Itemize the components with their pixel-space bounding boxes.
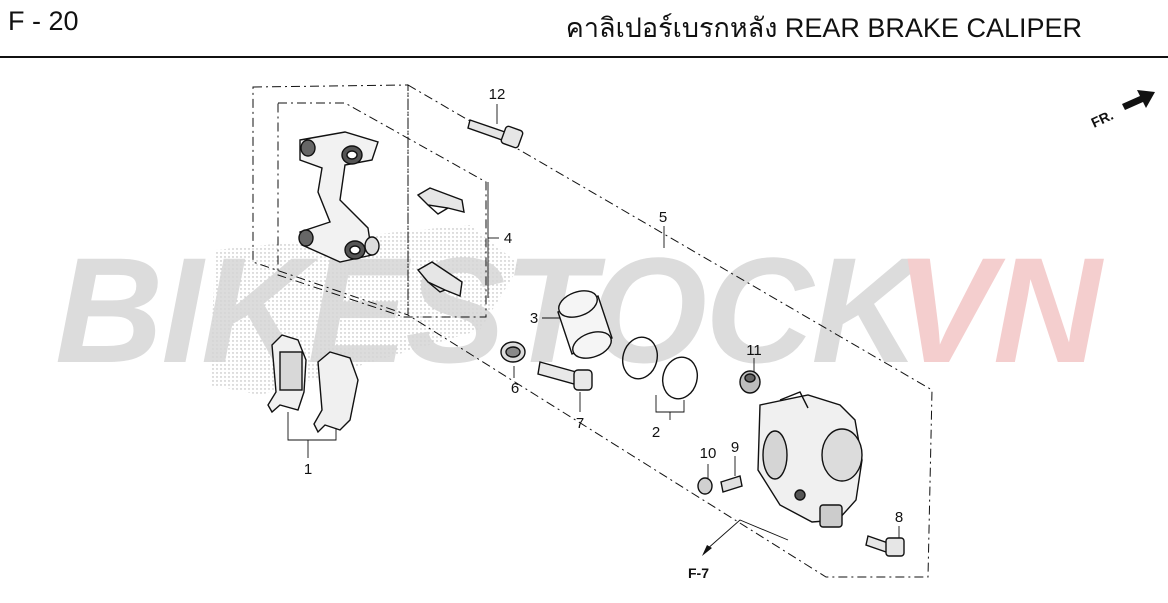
watermark: BIKESTOCK VN bbox=[55, 226, 1106, 394]
callout-8: 8 bbox=[895, 509, 903, 526]
bleeder-valve-9 bbox=[720, 475, 743, 493]
callout-4: 4 bbox=[504, 230, 512, 247]
caliper-bracket bbox=[298, 131, 380, 263]
reference-arrowhead bbox=[702, 545, 712, 556]
piston-seal bbox=[622, 336, 698, 400]
caliper-body bbox=[757, 391, 863, 528]
watermark-gray-text: BIKESTOCK bbox=[55, 226, 929, 394]
slide-pin-7 bbox=[537, 361, 593, 391]
watermark-red-text: VN bbox=[895, 226, 1104, 394]
reference-label: F-7 bbox=[688, 565, 709, 581]
front-direction-arrow: FR. bbox=[1089, 90, 1155, 131]
brake-pad-rear bbox=[313, 351, 359, 434]
callout-5: 5 bbox=[659, 209, 667, 226]
reference-leader bbox=[705, 519, 789, 551]
bleeder-cap-11 bbox=[739, 370, 761, 394]
pad-retainer-top bbox=[416, 187, 465, 215]
pad-holder-box bbox=[277, 102, 487, 318]
leader-2 bbox=[655, 395, 685, 413]
callout-9: 9 bbox=[731, 439, 739, 456]
bolt-8 bbox=[865, 535, 905, 557]
page-code: F - 20 bbox=[8, 6, 79, 36]
fitting-10 bbox=[697, 477, 713, 495]
pin-boot-6 bbox=[500, 341, 526, 363]
callout-10: 10 bbox=[700, 445, 717, 462]
bolt-12 bbox=[467, 119, 524, 149]
leader-1 bbox=[287, 412, 337, 441]
pad-retainer-bottom bbox=[416, 261, 463, 297]
brake-pad-front bbox=[267, 334, 307, 414]
callout-1: 1 bbox=[304, 461, 312, 478]
callout-12: 12 bbox=[489, 86, 506, 103]
caliper-assembly-box bbox=[407, 84, 933, 578]
page-title: คาลิเปอร์เบรกหลัง REAR BRAKE CALIPER bbox=[565, 13, 1082, 43]
callout-11: 11 bbox=[746, 342, 762, 359]
front-label: FR. bbox=[1089, 107, 1116, 131]
piston-3 bbox=[557, 290, 613, 359]
callout-3: 3 bbox=[530, 310, 538, 327]
callout-2: 2 bbox=[652, 424, 660, 441]
header-rule bbox=[0, 56, 1168, 58]
callout-7: 7 bbox=[576, 415, 584, 432]
callout-6: 6 bbox=[511, 380, 519, 397]
